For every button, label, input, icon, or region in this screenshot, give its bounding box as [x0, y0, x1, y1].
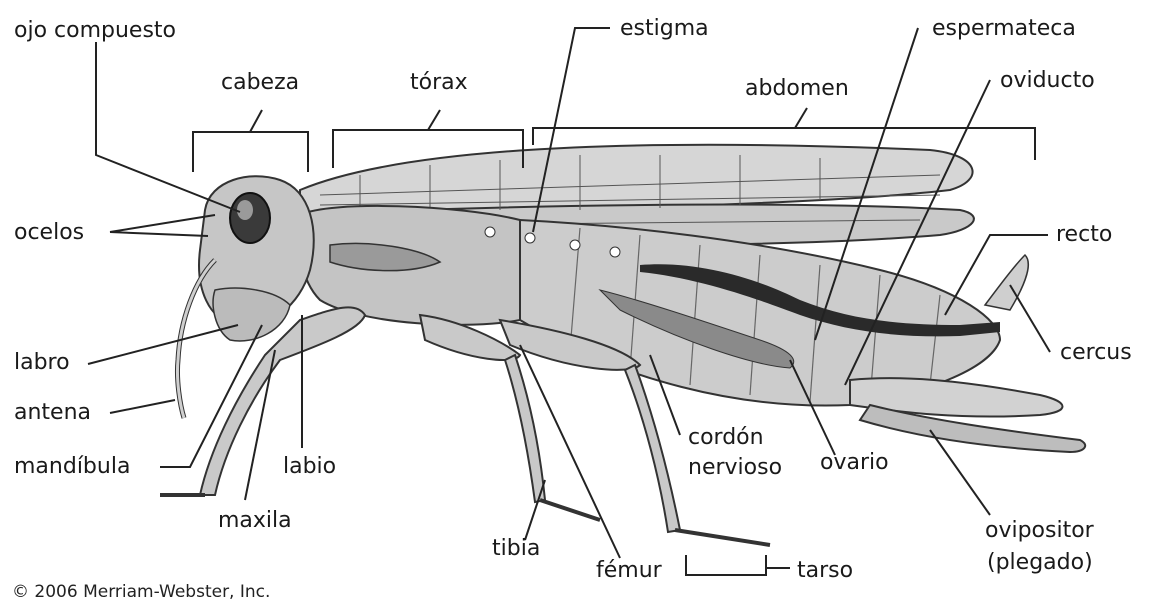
abdomen	[520, 220, 1000, 406]
label-labio: labio	[283, 454, 336, 480]
label-ovipositor: ovipositor	[985, 518, 1094, 544]
copyright-notice: © 2006 Merriam-Webster, Inc.	[12, 582, 270, 602]
label-abdomen: abdomen	[745, 76, 849, 102]
label-torax: tórax	[410, 70, 468, 96]
label-tibia: tibia	[492, 536, 540, 562]
label-estigma: estigma	[620, 16, 709, 42]
label-mandibula: mandíbula	[14, 454, 130, 480]
label-cordon: cordón	[688, 425, 764, 451]
label-cabeza: cabeza	[221, 70, 299, 96]
label-ovario: ovario	[820, 450, 889, 476]
label-femur: fémur	[596, 558, 662, 584]
label-ojo-compuesto: ojo compuesto	[14, 18, 176, 44]
label-ocelos: ocelos	[14, 220, 84, 246]
label-nervioso: nervioso	[688, 455, 782, 481]
cercus	[985, 255, 1028, 310]
label-maxila: maxila	[218, 508, 292, 534]
eye-highlight	[237, 200, 253, 220]
label-oviducto: oviducto	[1000, 68, 1095, 94]
label-antena: antena	[14, 400, 91, 426]
label-recto: recto	[1056, 222, 1112, 248]
label-espermateca: espermateca	[932, 16, 1076, 42]
hind-leg-tibia	[625, 365, 680, 532]
middle-leg-tibia	[505, 355, 545, 502]
label-tarso: tarso	[797, 558, 853, 584]
label-labro: labro	[14, 350, 70, 376]
compound-eye	[230, 193, 270, 243]
label-plegado: (plegado)	[987, 550, 1093, 576]
label-cercus: cercus	[1060, 340, 1132, 366]
